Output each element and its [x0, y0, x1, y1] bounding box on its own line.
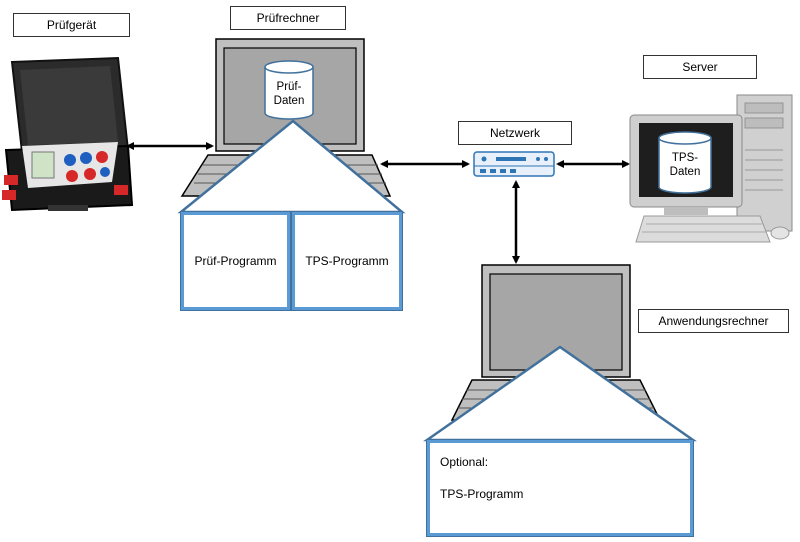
pruef-programm-box: Prüf-Programm: [180, 211, 291, 311]
anwendungsrechner-label: Anwendungsrechner: [638, 309, 789, 333]
pruef-programm-label: Prüf-Programm: [194, 254, 277, 268]
test-device-case-icon: [2, 56, 134, 212]
optional-programm-box: Optional: TPS-Programm: [426, 439, 694, 537]
tps-daten-line2: Daten: [670, 166, 701, 178]
optional-label: Optional:: [440, 455, 489, 469]
server-label: Server: [643, 55, 757, 79]
pruefrechner-roof: [177, 119, 406, 214]
database-icon: [264, 60, 314, 120]
tps-programm-optional-label: TPS-Programm: [440, 487, 524, 501]
desktop-computer-icon: [629, 94, 793, 243]
tps-daten-line1: TPS-: [672, 152, 698, 164]
tps-programm-box: TPS-Programm: [291, 211, 403, 311]
pruefgeraet-label: Prüfgerät: [13, 13, 130, 37]
pruef-daten-line1: Prüf-: [277, 81, 302, 93]
database-icon: [658, 131, 712, 194]
pruefrechner-label: Prüfrechner: [230, 6, 346, 30]
netzwerk-label: Netzwerk: [458, 121, 572, 145]
pruef-daten-line2: Daten: [274, 95, 305, 107]
tps-programm-label: TPS-Programm: [305, 254, 389, 268]
network-switch-icon: [473, 151, 555, 177]
